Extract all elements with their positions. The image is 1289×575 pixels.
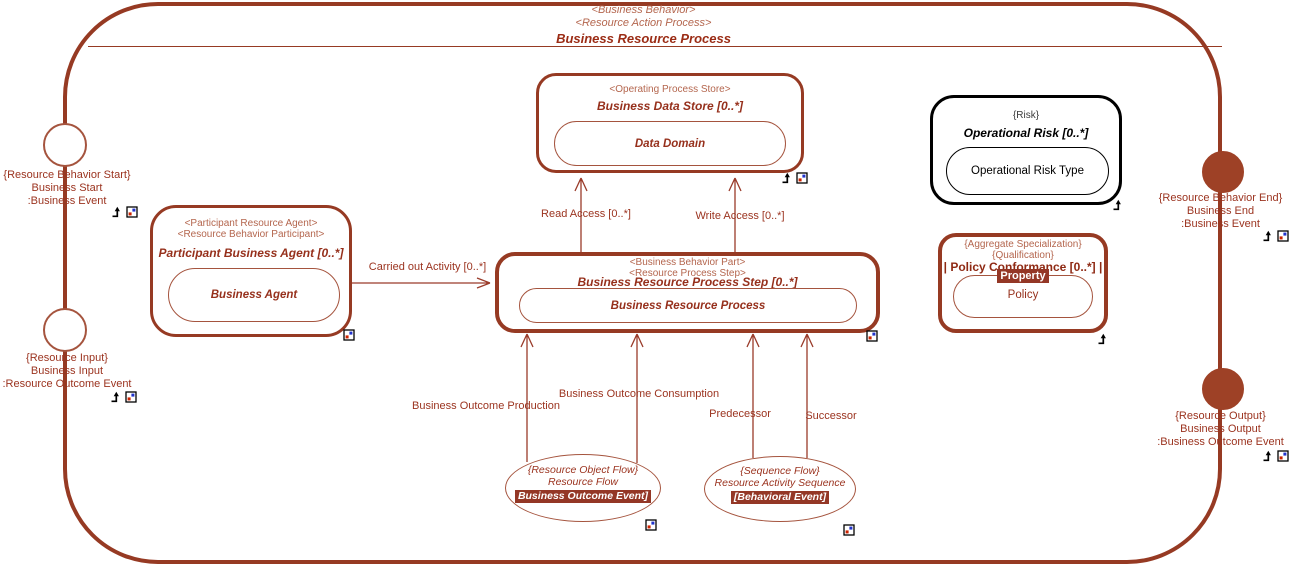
node-sequence-flow-ellipse[interactable]: {Sequence Flow} Resource Activity Sequen… — [704, 456, 856, 522]
diagram-reference-icon[interactable] — [645, 518, 657, 531]
ellipse-name: Resource Flow — [547, 476, 619, 488]
diagram-reference-icon[interactable] — [1277, 229, 1289, 242]
node-title: Participant Business Agent [0..*] — [158, 246, 344, 260]
node-title: | Policy Conformance [0..*] | — [943, 260, 1103, 274]
node-participant-business-agent[interactable]: <Participant Resource Agent> <Resource B… — [150, 205, 352, 337]
event-business-end-circle[interactable] — [1202, 151, 1244, 193]
event-business-output-circle[interactable] — [1202, 368, 1244, 410]
node-resource-flow-ellipse[interactable]: {Resource Object Flow} Resource Flow Bus… — [505, 454, 661, 522]
frame-title-separator — [88, 46, 1222, 47]
node-title: Business Resource Process Step [0..*] — [577, 275, 798, 289]
diagram-reference-icon[interactable] — [1277, 449, 1289, 462]
node-business-agent[interactable]: Business Agent — [168, 268, 340, 322]
label-write-access[interactable]: Write Access [0..*] — [695, 210, 785, 222]
label-business-outcome-production[interactable]: Business Outcome Production — [412, 400, 560, 412]
node-operational-risk[interactable]: {Risk} Operational Risk [0..*] Operation… — [930, 95, 1122, 205]
event-business-input-label[interactable]: {Resource Input} Business Input :Resourc… — [2, 352, 132, 390]
ellipse-highlight: [Behavioral Event] — [730, 491, 830, 504]
node-policy[interactable]: Property Policy — [953, 269, 1093, 318]
label-read-access[interactable]: Read Access [0..*] — [541, 208, 631, 220]
frame-stereotype-2: <Resource Action Process> — [575, 17, 712, 29]
diagram-title-block: <Business Behavior> <Resource Action Pro… — [65, 4, 1222, 45]
node-title: Business Data Store [0..*] — [596, 99, 744, 113]
up-arrow-icon[interactable] — [1262, 449, 1274, 462]
sequence-flow-icon — [843, 523, 855, 536]
up-arrow-icon[interactable] — [1097, 332, 1109, 345]
node-business-resource-process[interactable]: Business Resource Process — [519, 288, 857, 323]
up-arrow-icon[interactable] — [110, 390, 122, 403]
label-business-outcome-consumption[interactable]: Business Outcome Consumption — [558, 388, 720, 400]
agent-icon — [343, 328, 355, 341]
ellipse-highlight: Business Outcome Event] — [514, 490, 652, 503]
policy-icon — [1097, 332, 1109, 345]
diagram-reference-icon[interactable] — [866, 329, 878, 342]
node-policy-conformance[interactable]: {Aggregate Specialization} {Qualificatio… — [938, 233, 1108, 333]
up-arrow-icon[interactable] — [781, 171, 793, 184]
process-step-icon — [866, 329, 878, 342]
diagram-reference-icon[interactable] — [343, 328, 355, 341]
node-stereotype: <Resource Behavior Participant> — [177, 229, 325, 240]
node-stereotype: <Business Behavior Part> — [629, 257, 746, 268]
node-stereotype: <Resource Process Step> — [629, 268, 746, 279]
node-data-domain[interactable]: Data Domain — [554, 121, 786, 166]
node-inner-label: Business Agent — [210, 289, 298, 301]
node-stereotype: <Participant Resource Agent> — [184, 218, 318, 229]
node-stereotype: {Qualification} — [992, 250, 1054, 261]
business-output-icons — [1262, 449, 1289, 462]
business-end-icons — [1262, 229, 1289, 242]
frame-title: Business Resource Process — [556, 31, 731, 46]
data-store-icons — [781, 171, 808, 184]
label-predecessor[interactable]: Predecessor — [709, 408, 771, 420]
node-business-resource-process-step[interactable]: <Business Behavior Part> <Resource Proce… — [495, 252, 880, 333]
ellipse-stereotype: {Sequence Flow} — [740, 465, 820, 477]
node-inner-label: Policy — [1007, 289, 1039, 301]
diagram-frame-border[interactable] — [63, 2, 1222, 564]
event-business-start-circle[interactable] — [43, 123, 87, 167]
event-business-output-label[interactable]: {Resource Output} Business Output :Busin… — [1157, 410, 1284, 448]
label-successor[interactable]: Successor — [805, 410, 857, 422]
diagram-reference-icon[interactable] — [843, 523, 855, 536]
node-stereotype: {Risk} — [1012, 110, 1040, 121]
node-operational-risk-type[interactable]: Operational Risk Type — [946, 147, 1109, 195]
ellipse-stereotype: {Resource Object Flow} — [527, 464, 639, 476]
node-stereotype: <Operating Process Store> — [609, 84, 731, 95]
node-inner-label: Data Domain — [634, 137, 706, 150]
diagram-reference-icon[interactable] — [125, 390, 137, 403]
business-start-icons — [111, 205, 138, 218]
node-title: Operational Risk [0..*] — [963, 126, 1089, 140]
event-business-end-label[interactable]: {Resource Behavior End} Business End :Bu… — [1158, 192, 1283, 230]
up-arrow-icon[interactable] — [1262, 229, 1274, 242]
up-arrow-icon[interactable] — [1112, 198, 1124, 211]
policy-property-highlight: Property — [997, 269, 1049, 283]
node-stereotype: {Aggregate Specialization} — [964, 239, 1082, 250]
label-carried-out-activity[interactable]: Carried out Activity [0..*] — [368, 261, 487, 273]
business-input-icons — [110, 390, 137, 403]
frame-stereotype-1: <Business Behavior> — [591, 4, 696, 16]
risk-icon — [1112, 198, 1124, 211]
diagram-reference-icon[interactable] — [796, 171, 808, 184]
node-inner-label: Operational Risk Type — [971, 165, 1084, 177]
up-arrow-icon[interactable] — [111, 205, 123, 218]
event-business-input-circle[interactable] — [43, 308, 87, 352]
node-business-data-store[interactable]: <Operating Process Store> Business Data … — [536, 73, 804, 173]
event-business-start-label[interactable]: {Resource Behavior Start} Business Start… — [3, 169, 131, 207]
node-inner-label: Business Resource Process — [610, 299, 766, 312]
diagram-reference-icon[interactable] — [126, 205, 138, 218]
ellipse-name: Resource Activity Sequence — [714, 477, 846, 489]
resource-flow-icon — [645, 518, 657, 531]
